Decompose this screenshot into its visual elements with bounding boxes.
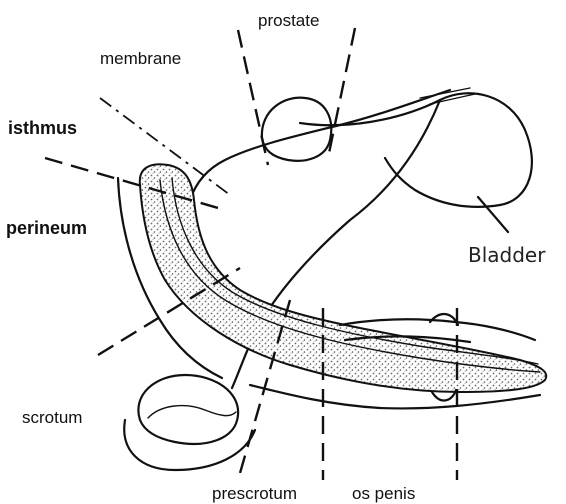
testis-inner — [148, 406, 236, 418]
divider-prostate — [328, 28, 355, 158]
label-perineum: perineum — [6, 218, 87, 238]
label-scrotum: scrotum — [22, 408, 82, 427]
label-isthmus: isthmus — [8, 118, 77, 138]
divider-membrane — [238, 30, 268, 165]
label-bladder: Bladder — [468, 243, 546, 267]
ductus-deferens-upper — [190, 90, 450, 200]
bladder-pointer-line — [478, 197, 508, 232]
label-os-penis: os penis — [352, 484, 415, 503]
label-membrane: membrane — [100, 49, 181, 68]
bladder-outline — [385, 93, 532, 207]
penile-body — [140, 164, 546, 392]
testis — [138, 375, 238, 444]
label-prescrotum: prescrotum — [212, 484, 297, 503]
label-prostate: prostate — [258, 11, 319, 30]
